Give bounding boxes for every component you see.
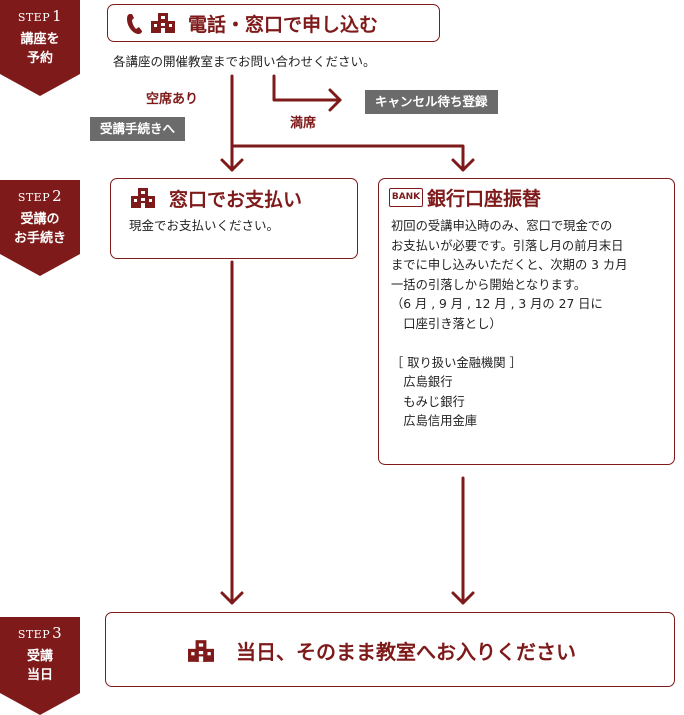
step-2-title-line1: 受講の	[20, 212, 60, 227]
step-3-chevron	[0, 617, 80, 715]
step-2-chevron	[0, 180, 80, 276]
apply-box: 電話・窓口で申し込む	[107, 4, 440, 42]
final-text: 当日、そのまま教室へお入りください	[236, 640, 576, 664]
bank-transfer-text: 初回の受講申込時のみ、窓口で現金での お支払いが必要です。引落し月の前月末日 ま…	[391, 219, 628, 428]
step-3-title-line2: 当日	[26, 668, 53, 683]
bank-transfer-box: BANK 銀行口座振替 初回の受講申込時のみ、窓口で現金での お支払いが必要です…	[378, 178, 675, 465]
apply-note: 各講座の開催教室までお問い合わせください。	[113, 54, 376, 69]
step-3-title-line1: 受講	[26, 649, 53, 664]
bank-icon-text: BANK	[391, 192, 421, 202]
procedure-tag: 受講手続きへ	[90, 117, 186, 141]
building-icon	[151, 13, 175, 33]
seat-full-label: 満席	[290, 116, 317, 131]
counter-payment-title: 窓口でお支払い	[169, 189, 303, 211]
step-1-title-line2: 予約	[26, 51, 53, 66]
final-box: 当日、そのまま教室へお入りください	[105, 612, 675, 687]
counter-payment-box: 窓口でお支払い 現金でお支払いください。	[110, 178, 358, 259]
counter-payment-text: 現金でお支払いください。	[129, 218, 280, 233]
seat-available-label: 空席あり	[146, 92, 199, 107]
building-icon	[188, 640, 214, 662]
step-2-title-line2: お手続き	[13, 231, 66, 246]
building-icon	[131, 188, 155, 208]
bank-transfer-title: 銀行口座振替	[427, 188, 542, 210]
bank-icon: BANK	[389, 188, 423, 207]
step-1-title-line1: 講座を	[20, 32, 60, 47]
apply-title: 電話・窓口で申し込む	[188, 14, 379, 36]
waitlist-tag: キャンセル待ち登録	[365, 90, 498, 114]
phone-icon	[127, 14, 142, 34]
step-1-chevron	[0, 0, 80, 96]
